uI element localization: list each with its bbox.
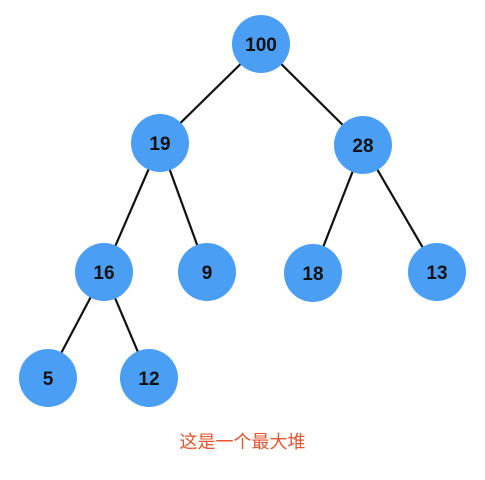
node-label: 12 [138, 369, 159, 390]
node-label: 19 [149, 134, 170, 155]
tree-node-16: 16 [75, 243, 133, 301]
node-label: 9 [202, 263, 213, 284]
node-circle [120, 349, 178, 407]
tree-node-28: 28 [334, 116, 392, 174]
tree-node-12: 12 [120, 349, 178, 407]
tree-nodes: 100 19 28 16 9 18 13 5 12 [19, 15, 466, 407]
node-label: 18 [302, 264, 323, 285]
tree-node-100: 100 [232, 15, 290, 73]
tree-node-13: 13 [408, 243, 466, 301]
node-label: 28 [352, 136, 373, 157]
tree-edges [47, 43, 438, 379]
node-label: 13 [426, 263, 447, 284]
tree-node-5: 5 [19, 349, 77, 407]
node-circle [131, 114, 189, 172]
node-label: 5 [43, 369, 54, 390]
node-circle [408, 243, 466, 301]
diagram-caption: 这是一个最大堆 [179, 432, 306, 453]
tree-node-18: 18 [284, 244, 342, 302]
node-circle [178, 243, 236, 301]
tree-node-19: 19 [131, 114, 189, 172]
node-circle [334, 116, 392, 174]
tree-node-9: 9 [178, 243, 236, 301]
node-circle [19, 349, 77, 407]
node-circle [75, 243, 133, 301]
node-circle [232, 15, 290, 73]
node-circle [284, 244, 342, 302]
node-label: 16 [93, 263, 114, 284]
node-label: 100 [245, 35, 277, 56]
